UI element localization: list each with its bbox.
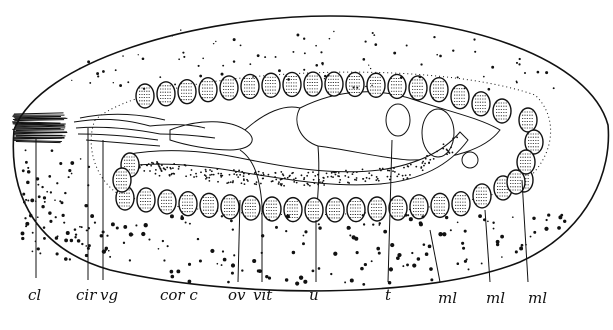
follicle [473, 184, 491, 208]
ovary [170, 122, 252, 150]
follicle [113, 168, 131, 192]
follicle [347, 198, 365, 222]
label-t: t [385, 286, 392, 304]
follicle [284, 198, 302, 222]
follicle [368, 197, 386, 221]
follicle [326, 198, 344, 222]
follicle [200, 193, 218, 217]
follicle [241, 74, 259, 98]
testis-secondary [422, 109, 454, 157]
follicle [136, 84, 154, 108]
follicle [221, 195, 239, 219]
small-cyst [462, 152, 478, 168]
follicle [220, 76, 238, 100]
label-vit: vit [253, 286, 273, 304]
uterus [125, 132, 468, 185]
follicle [263, 197, 281, 221]
follicle [410, 195, 428, 219]
follicle [158, 190, 176, 214]
label-ml-1: ml [438, 289, 457, 307]
cirrus-organ [74, 114, 215, 146]
follicle [242, 196, 260, 220]
follicle [431, 193, 449, 217]
follicle [367, 73, 385, 97]
label-cl: cl [28, 286, 41, 304]
follicle [283, 72, 301, 96]
label-u: u [309, 286, 319, 304]
testis [386, 104, 410, 136]
intestine [297, 92, 500, 160]
follicle [262, 73, 280, 97]
label-ml-2: ml [486, 289, 505, 307]
follicle [519, 108, 537, 132]
follicle [178, 80, 196, 104]
follicle [199, 78, 217, 102]
label-cir: cir [76, 286, 97, 304]
follicle [472, 92, 490, 116]
label-cor-c: cor c [160, 286, 198, 304]
label-ov: ov [228, 286, 246, 304]
label-ml-3: ml [528, 289, 547, 307]
follicle [451, 85, 469, 109]
follicle [305, 198, 323, 222]
follicle [409, 76, 427, 100]
follicle [388, 74, 406, 98]
cortical-cells [21, 29, 567, 285]
follicle [304, 72, 322, 96]
follicle [157, 82, 175, 106]
follicle [346, 72, 364, 96]
label-vg: vg [100, 286, 118, 304]
follicle [137, 188, 155, 212]
anterior-spines [12, 113, 67, 143]
follicle [493, 99, 511, 123]
follicle [179, 192, 197, 216]
follicle [389, 196, 407, 220]
follicle [452, 192, 470, 216]
follicle [430, 78, 448, 102]
